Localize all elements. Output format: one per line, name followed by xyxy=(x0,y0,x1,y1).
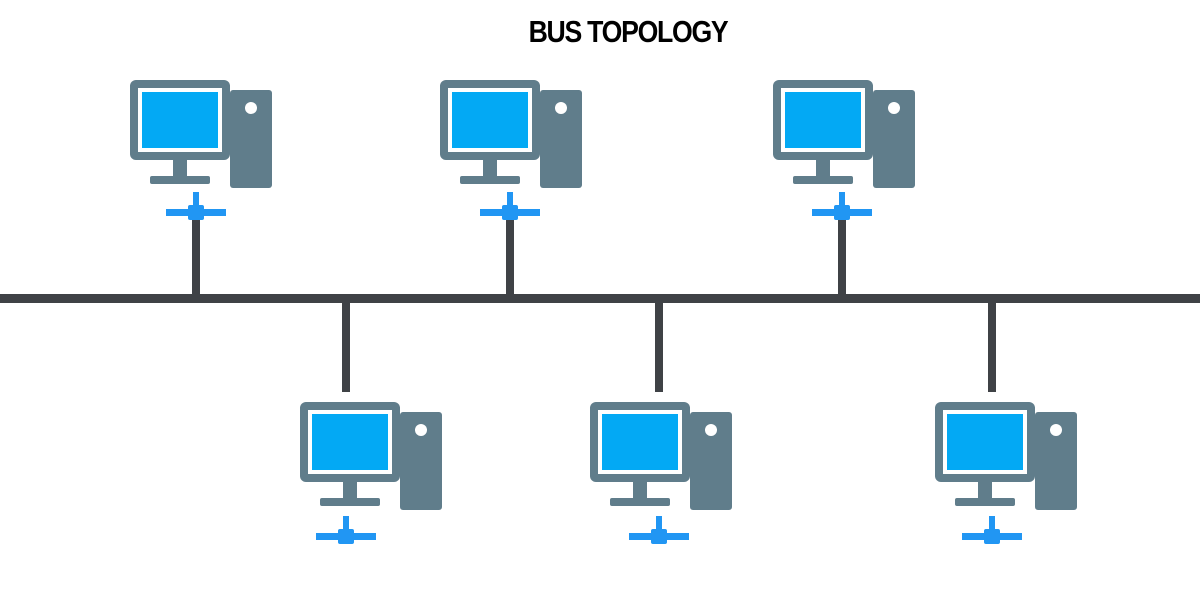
computer-6 xyxy=(935,298,1077,544)
drop-line xyxy=(655,298,663,392)
connector-hub xyxy=(188,205,204,220)
monitor-base xyxy=(610,498,670,506)
monitor-stand xyxy=(343,482,357,498)
connector-stem xyxy=(507,192,513,209)
monitor-base xyxy=(150,176,210,184)
drop-line xyxy=(342,298,350,392)
monitor-base xyxy=(320,498,380,506)
power-button-icon xyxy=(415,424,427,436)
computer-3 xyxy=(773,80,915,298)
power-button-icon xyxy=(888,102,900,114)
connector-hub xyxy=(651,529,667,544)
drop-line xyxy=(192,220,200,298)
monitor-stand xyxy=(173,160,187,176)
connector-stem xyxy=(193,192,199,209)
monitor-screen xyxy=(312,414,388,470)
connector-hub xyxy=(984,529,1000,544)
monitor-stand xyxy=(816,160,830,176)
power-button-icon xyxy=(1050,424,1062,436)
connector-hub xyxy=(338,529,354,544)
tower-case xyxy=(400,412,442,510)
drop-line xyxy=(838,220,846,298)
computer-1 xyxy=(130,80,272,298)
monitor-base xyxy=(793,176,853,184)
tower-case xyxy=(1035,412,1077,510)
monitor-screen xyxy=(947,414,1023,470)
tower-case xyxy=(230,90,272,188)
monitor-stand xyxy=(483,160,497,176)
tower-case xyxy=(690,412,732,510)
tower-case xyxy=(873,90,915,188)
tower-case xyxy=(540,90,582,188)
connector-hub xyxy=(502,205,518,220)
monitor-screen xyxy=(602,414,678,470)
computer-2 xyxy=(440,80,582,298)
monitor-stand xyxy=(978,482,992,498)
connector-stem xyxy=(839,192,845,209)
monitor-screen xyxy=(785,92,861,148)
connector-stem xyxy=(343,516,349,533)
bus-line xyxy=(0,294,1200,303)
connector-stem xyxy=(656,516,662,533)
monitor-screen xyxy=(142,92,218,148)
drop-line xyxy=(506,220,514,298)
power-button-icon xyxy=(245,102,257,114)
power-button-icon xyxy=(555,102,567,114)
monitor-base xyxy=(460,176,520,184)
monitor-stand xyxy=(633,482,647,498)
monitor-base xyxy=(955,498,1015,506)
drop-line xyxy=(988,298,996,392)
power-button-icon xyxy=(705,424,717,436)
nodes-layer xyxy=(130,80,1077,544)
diagram-title: BUS TOPOLOGY xyxy=(528,14,729,49)
computer-4 xyxy=(300,298,442,544)
monitor-screen xyxy=(452,92,528,148)
connector-stem xyxy=(989,516,995,533)
connector-hub xyxy=(834,205,850,220)
computer-5 xyxy=(590,298,732,544)
